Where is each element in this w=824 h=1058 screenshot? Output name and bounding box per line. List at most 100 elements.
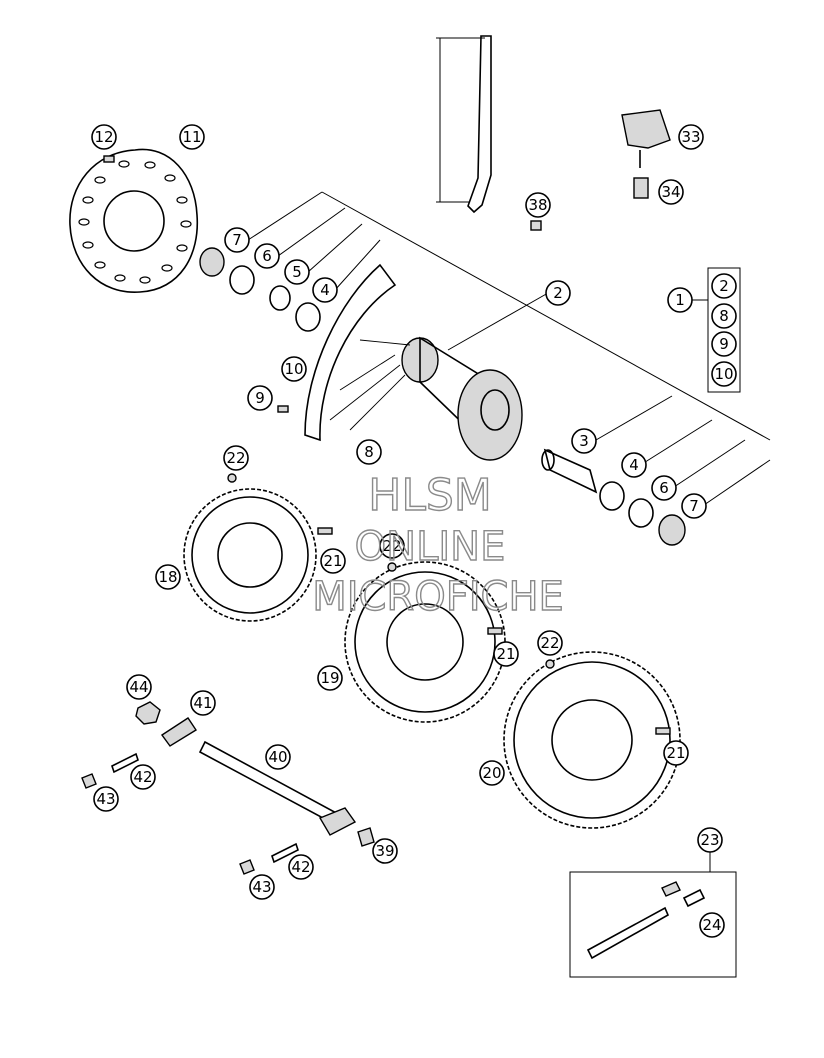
- callout-c24[interactable]: 24: [699, 912, 725, 938]
- callout-label: 8: [364, 443, 374, 461]
- rim-lock[interactable]: [621, 109, 671, 168]
- spoke-long[interactable]: [467, 35, 492, 214]
- callout-label: 7: [232, 231, 242, 249]
- sprocket-bolt-a[interactable]: [317, 527, 333, 535]
- sprocket-nut-b[interactable]: [387, 562, 397, 572]
- callout-label: 7: [689, 497, 699, 515]
- hub[interactable]: [329, 336, 523, 461]
- callout-c5[interactable]: 5: [284, 259, 310, 285]
- sprocket-20[interactable]: [503, 651, 681, 829]
- callout-k10[interactable]: 10: [711, 361, 737, 387]
- callout-c18[interactable]: 18: [155, 564, 181, 590]
- adjuster-screw-a[interactable]: [111, 752, 139, 774]
- callout-c42b[interactable]: 42: [288, 854, 314, 880]
- sprocket-nut-c[interactable]: [545, 659, 555, 669]
- callout-label: 21: [666, 744, 685, 762]
- callout-label: 39: [375, 842, 394, 860]
- sprocket-bolt-b[interactable]: [487, 627, 503, 635]
- callout-c33[interactable]: 33: [678, 124, 704, 150]
- callout-c11[interactable]: 11: [179, 124, 205, 150]
- callout-c22a[interactable]: 22: [223, 445, 249, 471]
- callout-label: 18: [158, 568, 177, 586]
- leader-lines: [247, 191, 771, 872]
- adjuster-nut-b[interactable]: [239, 859, 255, 875]
- callout-c42a[interactable]: 42: [130, 764, 156, 790]
- callout-c34[interactable]: 34: [658, 179, 684, 205]
- adjuster-screw-b[interactable]: [271, 842, 299, 864]
- callout-c2[interactable]: 2: [545, 280, 571, 306]
- callout-c7a[interactable]: 7: [224, 227, 250, 253]
- bearing-right[interactable]: [599, 481, 625, 511]
- callout-c43a[interactable]: 43: [93, 786, 119, 812]
- callout-k2[interactable]: 2: [711, 273, 737, 299]
- callout-c23[interactable]: 23: [697, 827, 723, 853]
- callout-c21b[interactable]: 21: [493, 641, 519, 667]
- callout-1-key-box: [707, 267, 741, 393]
- callout-c9[interactable]: 9: [247, 385, 273, 411]
- callout-c3[interactable]: 3: [571, 428, 597, 454]
- callout-label: 11: [182, 128, 201, 146]
- sprocket-bolt-c[interactable]: [655, 727, 671, 735]
- callout-k8[interactable]: 8: [711, 303, 737, 329]
- sprocket-18[interactable]: [183, 488, 317, 622]
- callout-label: 42: [291, 858, 310, 876]
- spacer-left[interactable]: [199, 247, 225, 277]
- callout-c38[interactable]: 38: [525, 192, 551, 218]
- callout-c21a[interactable]: 21: [320, 548, 346, 574]
- chain-box: [569, 871, 737, 978]
- callout-c4a[interactable]: 4: [312, 277, 338, 303]
- rim-lock-nut[interactable]: [633, 177, 649, 199]
- callout-label: 6: [262, 247, 272, 265]
- chain[interactable]: [586, 906, 670, 960]
- callout-c39[interactable]: 39: [372, 838, 398, 864]
- spoke-nipple[interactable]: [277, 405, 289, 413]
- distance-sleeve[interactable]: [541, 448, 598, 494]
- callout-label: 3: [579, 432, 589, 450]
- callout-c6b[interactable]: 6: [651, 475, 677, 501]
- axle-nut[interactable]: [135, 701, 161, 725]
- callout-label: 21: [323, 552, 342, 570]
- chain-link[interactable]: [661, 881, 706, 908]
- callout-c7b[interactable]: 7: [681, 493, 707, 519]
- axle[interactable]: [198, 740, 357, 836]
- callout-label: 24: [702, 916, 721, 934]
- callout-c6a[interactable]: 6: [254, 243, 280, 269]
- circlip[interactable]: [269, 285, 291, 311]
- callout-c22b[interactable]: 22: [379, 533, 405, 559]
- callout-c8[interactable]: 8: [356, 439, 382, 465]
- adjuster-nut-a[interactable]: [81, 773, 97, 789]
- callout-c1[interactable]: 1: [667, 287, 693, 313]
- brake-disc[interactable]: [69, 148, 199, 293]
- callout-c40[interactable]: 40: [265, 744, 291, 770]
- callout-label: 34: [661, 183, 680, 201]
- callout-c19[interactable]: 19: [317, 665, 343, 691]
- callout-c22c[interactable]: 22: [537, 630, 563, 656]
- spacer-right[interactable]: [658, 514, 686, 546]
- chain-adjuster[interactable]: [161, 717, 197, 747]
- callout-label: 1: [675, 291, 685, 309]
- seal-right[interactable]: [628, 498, 654, 528]
- seal-left[interactable]: [229, 265, 255, 295]
- disc-bolt[interactable]: [103, 155, 115, 163]
- callout-c4b[interactable]: 4: [621, 452, 647, 478]
- callout-label: 9: [719, 335, 729, 353]
- callout-label: 9: [255, 389, 265, 407]
- callout-c20[interactable]: 20: [479, 760, 505, 786]
- callout-c43b[interactable]: 43: [249, 874, 275, 900]
- bearing-left[interactable]: [295, 302, 321, 332]
- callout-label: 5: [292, 263, 302, 281]
- callout-k9[interactable]: 9: [711, 331, 737, 357]
- callout-c10[interactable]: 10: [281, 356, 307, 382]
- callout-c41[interactable]: 41: [190, 690, 216, 716]
- callout-label: 43: [252, 878, 271, 896]
- sprocket-nut-a[interactable]: [227, 473, 237, 483]
- wheel-rim[interactable]: [304, 263, 397, 442]
- callout-c21c[interactable]: 21: [663, 740, 689, 766]
- callout-label: 33: [681, 128, 700, 146]
- callout-c12[interactable]: 12: [91, 124, 117, 150]
- callout-c44[interactable]: 44: [126, 674, 152, 700]
- grease-nipple[interactable]: [530, 220, 542, 231]
- axle-cap[interactable]: [357, 827, 375, 847]
- callout-label: 8: [719, 307, 729, 325]
